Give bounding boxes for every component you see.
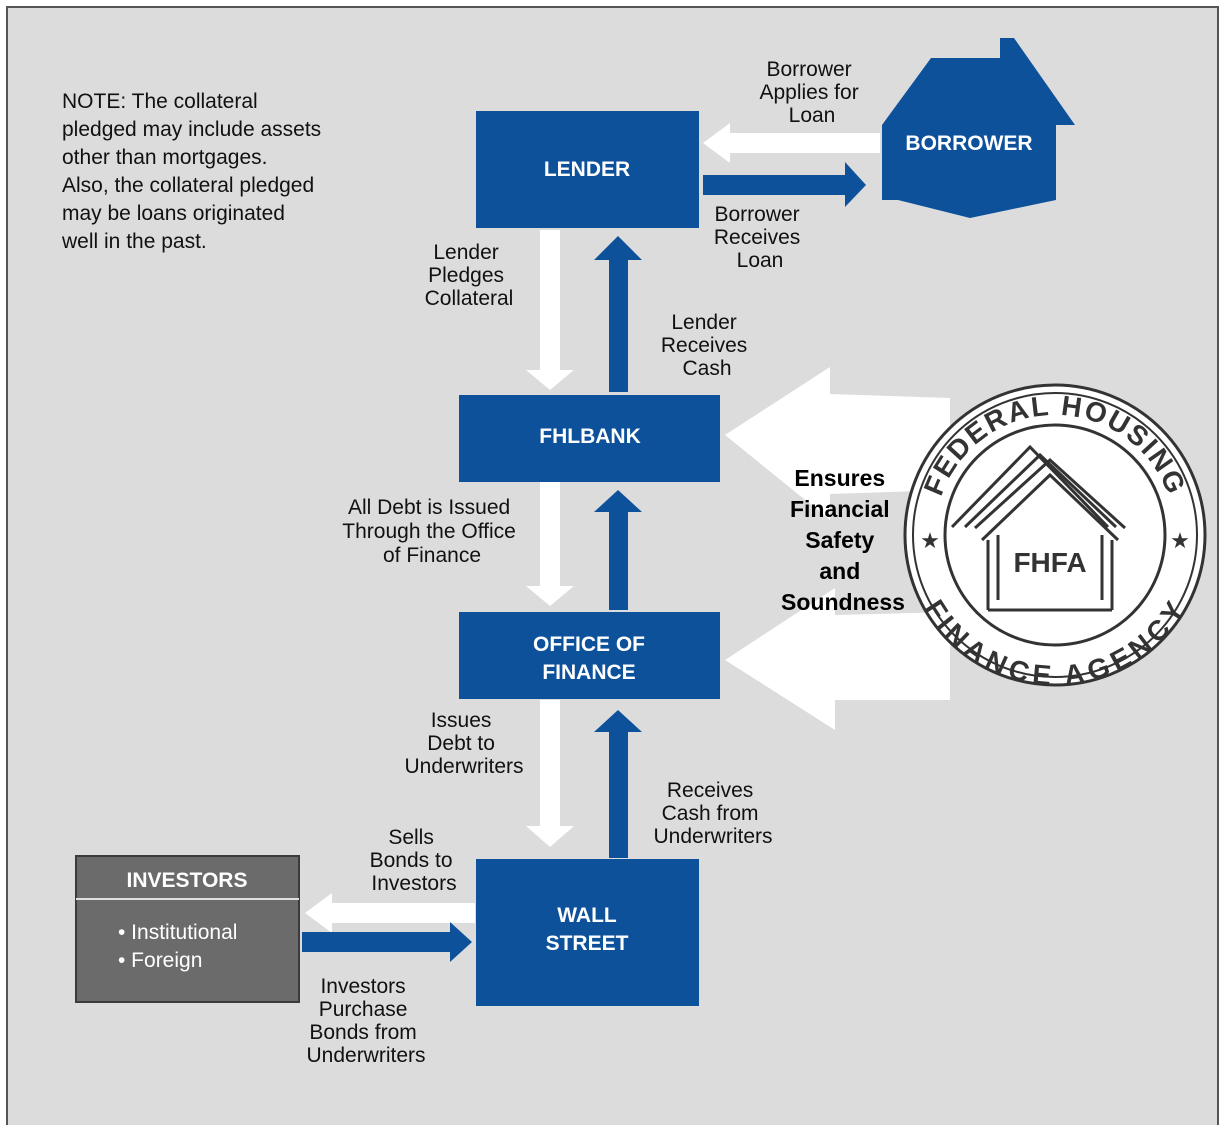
investors-item-foreign: • Foreign bbox=[118, 949, 202, 972]
lender-box bbox=[476, 111, 699, 228]
fhlbank-label: FHLBANK bbox=[539, 425, 640, 448]
receives-cash-label: Receives Cash from Underwriters bbox=[653, 779, 772, 848]
seal-outer-inner-ring bbox=[912, 392, 1198, 678]
borrower-label: BORROWER bbox=[905, 132, 1032, 155]
wall-street-box bbox=[476, 859, 699, 1006]
fhlbank-box bbox=[459, 395, 720, 482]
investors-box bbox=[75, 855, 300, 1003]
borrower-applies-label: Borrower Applies for Loan bbox=[759, 58, 864, 127]
lender-receives-label: Lender Receives Cash bbox=[661, 311, 753, 380]
arrow-lender-to-fhlbank bbox=[526, 230, 574, 390]
seal-star-right: ★ bbox=[1170, 528, 1190, 553]
arrow-wallstreet-to-office bbox=[594, 710, 642, 858]
lender-label: LENDER bbox=[544, 158, 630, 181]
note-text: NOTE: The collateral pledged may include… bbox=[61, 90, 327, 253]
investors-title: INVESTORS bbox=[127, 869, 248, 892]
seal-inner-ring bbox=[943, 423, 1167, 647]
arrow-office-to-fhlbank bbox=[594, 490, 642, 610]
arrow-lender-to-borrower bbox=[703, 162, 866, 207]
sells-bonds-label: Sells Bonds to Investors bbox=[370, 826, 459, 895]
seal-star-left: ★ bbox=[920, 528, 940, 553]
seal-center-text: FHFA bbox=[1013, 547, 1086, 578]
investors-purchase-label: Investors Purchase Bonds from Underwrite… bbox=[306, 975, 425, 1067]
ensures-safety-label: Ensures Financial Safety and Soundness bbox=[781, 465, 905, 615]
ensures-arrow-fhlbank bbox=[725, 367, 950, 520]
arrow-fhlbank-to-lender bbox=[594, 236, 642, 392]
arrow-borrower-to-lender bbox=[703, 123, 880, 163]
ensures-arrow-office-of-finance bbox=[725, 588, 950, 730]
investors-item-institutional: • Institutional bbox=[118, 921, 237, 944]
debt-issued-label: All Debt is Issued Through the Office of… bbox=[342, 496, 521, 567]
arrow-office-to-wallstreet bbox=[526, 700, 574, 847]
borrower-house-shape bbox=[882, 38, 1075, 218]
office-of-finance-box bbox=[459, 612, 720, 699]
arrow-fhlbank-to-office bbox=[526, 482, 574, 606]
seal-house-icon bbox=[950, 444, 1127, 612]
issues-debt-label: Issues Debt to Underwriters bbox=[404, 709, 523, 778]
arrow-wallstreet-to-investors bbox=[305, 893, 475, 933]
arrow-investors-to-wallstreet bbox=[302, 922, 472, 962]
borrower-receives-label: Borrower Receives Loan bbox=[714, 203, 806, 272]
fhfa-seal: FEDERAL HOUSING FINANCE AGENCY ★ ★ FHFA bbox=[903, 383, 1207, 691]
lender-pledges-label: Lender Pledges Collateral bbox=[425, 241, 514, 310]
